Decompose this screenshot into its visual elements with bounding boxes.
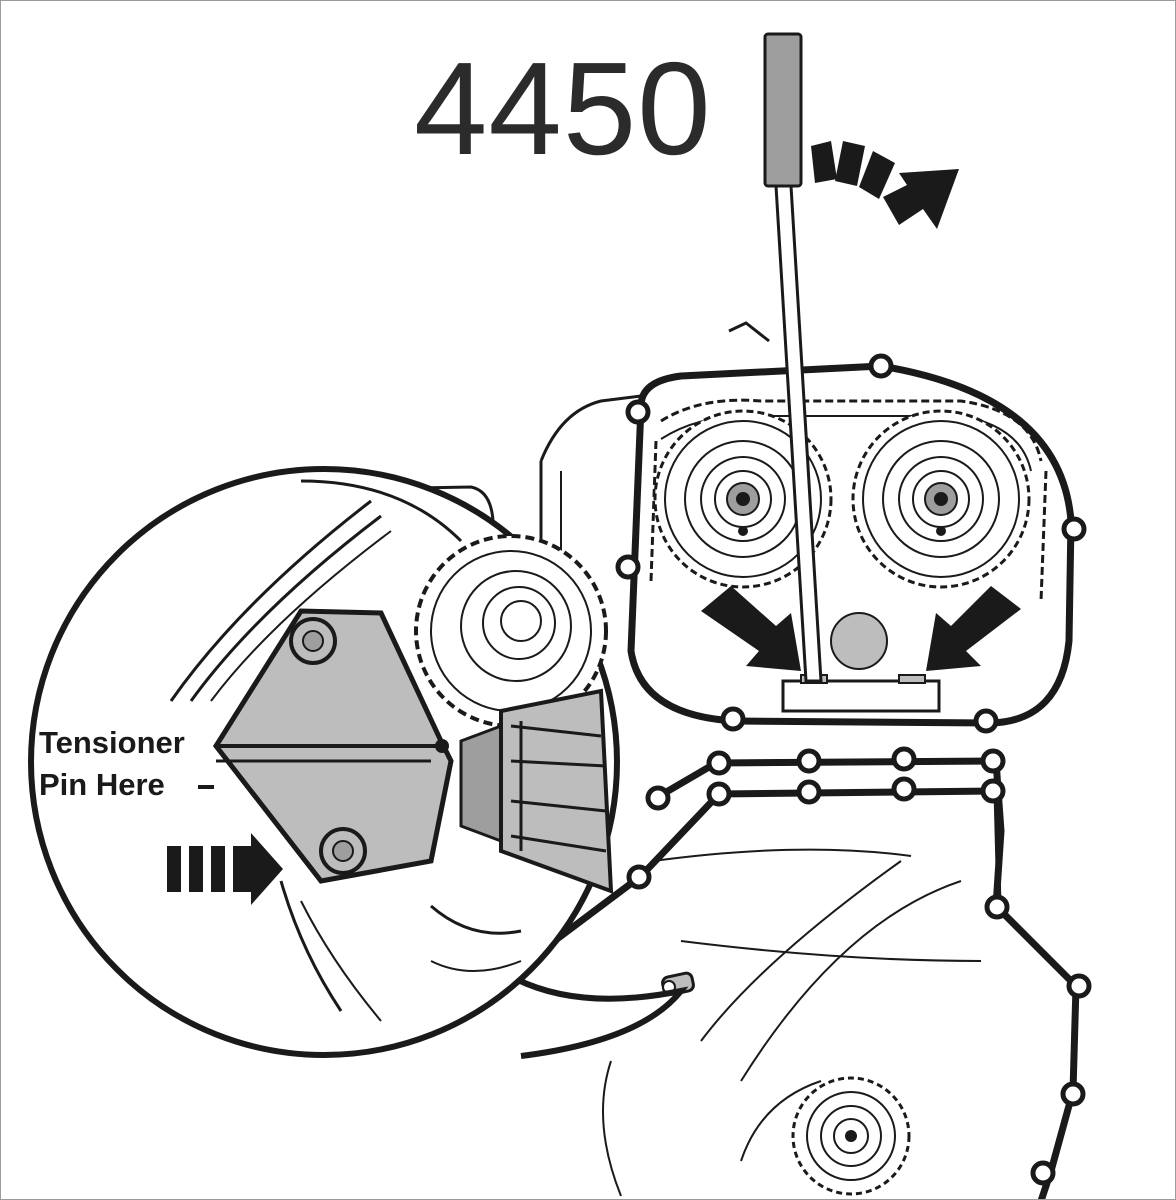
callout-detail: [169, 479, 522, 1022]
gasket-bolt-hole: [868, 353, 894, 379]
gasket-bolt-hole: [796, 748, 822, 774]
tool-number-label: 4450: [414, 35, 712, 182]
gasket-bolt-hole: [720, 706, 746, 732]
gasket-bolt-hole: [706, 781, 732, 807]
gasket-bolt-hole: [645, 785, 671, 811]
rotation-arrow: [811, 141, 959, 229]
arrow-to-exhaust-cam: [926, 586, 1021, 671]
gasket-bolt-hole: [973, 708, 999, 734]
gasket-bolt-hole: [891, 746, 917, 772]
upper-timing-cover-gasket: [615, 353, 1087, 734]
tensioner-label-line2: Pin Here: [39, 767, 165, 802]
crankshaft-sprocket: [791, 1076, 911, 1196]
gasket-bolt-hole: [891, 776, 917, 802]
tensioner-plunger: [459, 688, 614, 894]
gasket-bolt-hole: [980, 748, 1006, 774]
gasket-bolt-hole: [1060, 1081, 1086, 1107]
tensioner-body: [212, 608, 454, 884]
tool-4450-handle: [763, 32, 823, 683]
gasket-bolt-hole: [1030, 1160, 1056, 1186]
gasket-bolt-hole: [1066, 973, 1092, 999]
gasket-bolt-hole: [984, 894, 1010, 920]
gasket-bolt-hole: [980, 778, 1006, 804]
arrow-to-intake-cam: [701, 586, 801, 671]
gasket-bolt-hole: [625, 399, 651, 425]
gasket-bolt-hole: [615, 554, 641, 580]
push-arrow: [167, 833, 283, 905]
gasket-bolt-hole: [1061, 516, 1087, 542]
timing-chain-upper: [649, 398, 1048, 602]
gasket-bolt-hole: [626, 864, 652, 890]
intake-cam-sprocket: [653, 409, 833, 589]
callout-gear: [414, 534, 608, 728]
exhaust-cam-sprocket: [851, 409, 1031, 589]
gasket-bolt-hole: [706, 750, 732, 776]
gasket-bolt-hole: [796, 779, 822, 805]
lower-timing-cover-gasket: [513, 746, 1092, 1199]
tensioner-label-line1: Tensioner: [39, 725, 185, 760]
